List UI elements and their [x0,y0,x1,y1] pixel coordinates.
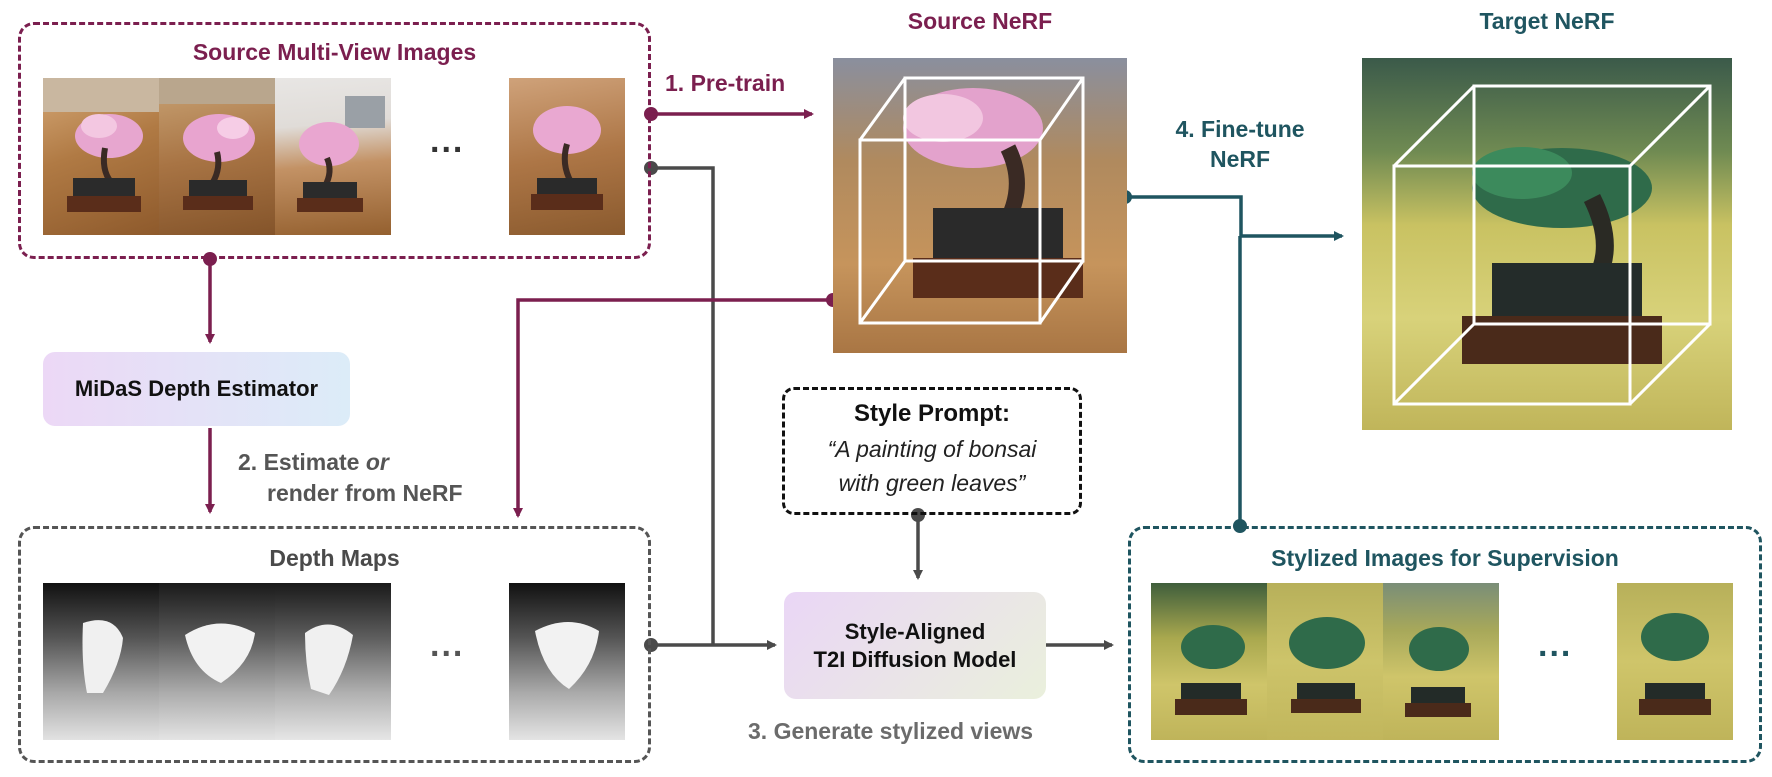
depth-maps-panel [18,526,651,763]
style-prompt-text-line2: with green leaves” [838,470,1026,496]
depth-maps-title: Depth Maps [269,545,400,571]
step2-estimate-text: 2. Estimate [238,449,366,475]
depth-view-n [509,583,625,740]
source-nerf-render [833,58,1127,353]
source-images-title: Source Multi-View Images [192,39,477,65]
source-view-n [509,78,625,235]
diffusion-model-line1: Style-Aligned [844,619,986,644]
step2-label-line2: render from NeRF [267,480,463,506]
step2-or-text: or [365,449,389,475]
source-view-2 [159,78,275,235]
source-to-diffusion-connector [644,161,715,645]
step4-label-line2: NeRF [1209,146,1271,172]
stylized-view-2 [1267,583,1383,740]
source-view-1 [43,78,159,235]
prompt-to-diffusion-arrow [911,508,925,580]
stylized-view-1 [1151,583,1267,740]
pretrain-arrow [644,107,814,121]
depth-to-diffusion-arrow [644,638,777,652]
diffusion-model-line2: T2I Diffusion Model [813,646,1017,672]
style-prompt-title: Style Prompt: [853,400,1011,427]
step4-label-line1: 4. Fine-tune [1175,116,1305,142]
source-nerf-title: Source NeRF [907,8,1053,34]
stylized-view-3 [1383,583,1499,740]
source-images-ellipsis: ... [430,122,465,160]
stylized-view-n [1617,583,1733,740]
style-prompt-panel [782,387,1082,515]
target-nerf-title: Target NeRF [1479,8,1615,34]
step2-label-line1: 2. Estimate or [238,449,389,476]
source-images-panel [18,22,651,259]
style-prompt-text-line1: “A painting of bonsai [827,436,1037,462]
bounding-cube-icon [858,76,1085,325]
bounding-cube-icon [1392,84,1712,406]
stylized-images-panel [1128,526,1762,763]
stylized-images-ellipsis: ... [1538,626,1573,664]
step3-label: 3. Generate stylized views [748,718,1034,744]
midas-depth-estimator-node: MiDaS Depth Estimator [43,352,350,426]
diffusion-model-node: Style-Aligned T2I Diffusion Model [784,592,1046,699]
depth-view-1 [43,583,159,740]
source-view-3 [275,78,391,235]
depth-maps-ellipsis: ... [430,626,465,664]
depth-view-3 [275,583,391,740]
finetune-arrow [1118,190,1344,533]
source-to-midas-arrow [203,252,217,344]
depth-view-2 [159,583,275,740]
target-nerf-render [1362,58,1732,430]
step1-label: 1. Pre-train [665,70,786,96]
stylized-images-title: Stylized Images for Supervision [1271,545,1619,571]
